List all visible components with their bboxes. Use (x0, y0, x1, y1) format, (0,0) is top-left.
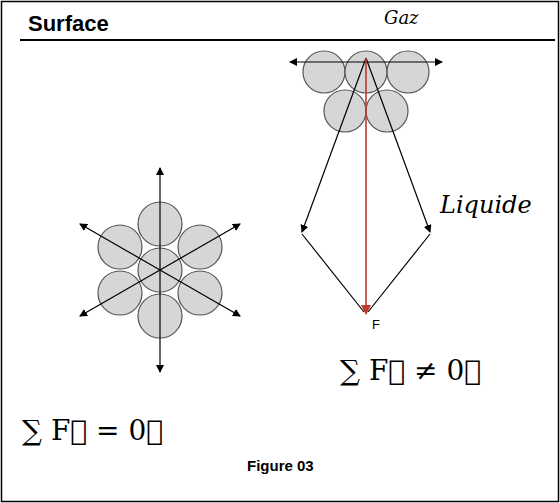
gas-label: Gaz (384, 8, 419, 28)
liquid-label: Liquide (440, 192, 532, 218)
surface-line (20, 39, 555, 41)
inner-forces (80, 168, 240, 372)
figure-caption: Figure 03 (247, 458, 314, 475)
surface-label: Surface (28, 12, 109, 36)
force-label: F (372, 318, 380, 332)
equilibrium-equation: ∑ F⃗ = 0⃗ (22, 416, 163, 447)
imbalance-equation: ∑ F⃗ ≠ 0⃗ (340, 356, 481, 387)
resultant-force (365, 58, 367, 314)
